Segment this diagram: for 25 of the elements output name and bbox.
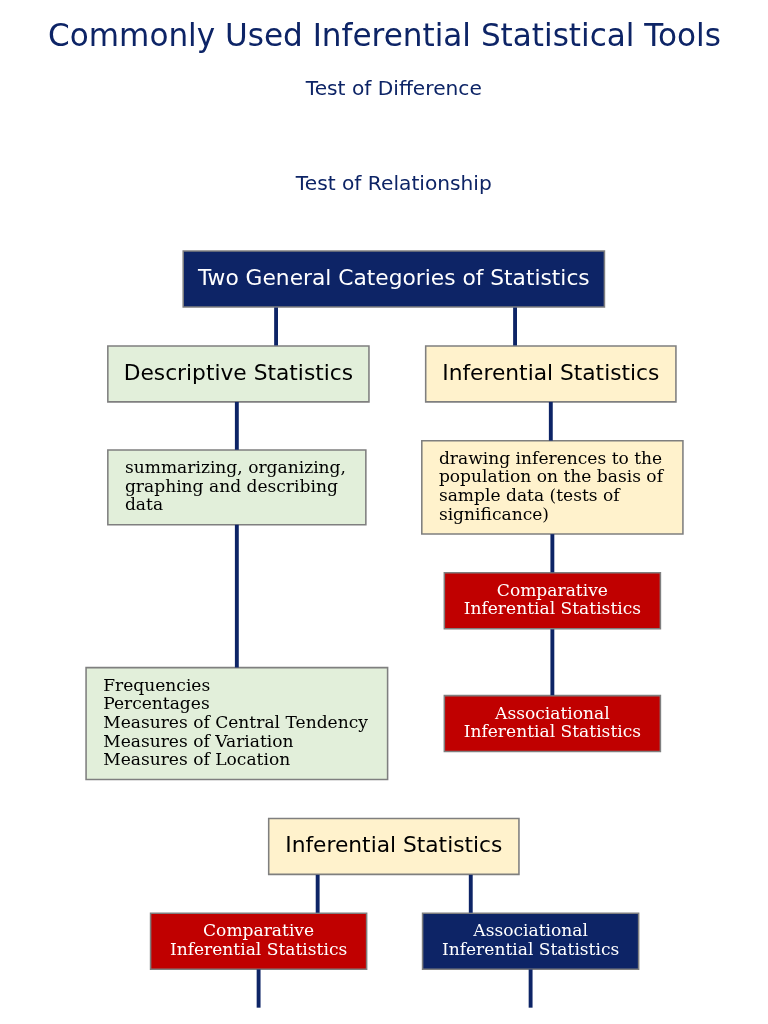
node-box: Two General Categories of Statistics [181,250,605,308]
connector [256,969,261,1008]
node-box: Inferential Statistics [267,817,520,876]
diagram-title: Commonly Used Inferential Statistical Tools [47,16,721,53]
connector [273,307,278,346]
connector [234,401,239,450]
node-box: Associational Inferential Statistics [443,694,661,753]
connector [234,524,239,668]
connector [468,874,473,913]
node-box: Comparative Inferential Statistics [443,572,661,630]
node-box: Comparative Inferential Statistics [149,912,367,970]
node-box: Associational Inferential Statistics [421,912,639,970]
connector [549,629,554,696]
connector [315,874,320,913]
node-box: summarizing, organizing, graphing and describing data [106,449,367,526]
connector [512,307,517,346]
connector [528,969,533,1008]
node-box: drawing inferences to the population on the basis of sample data (tests of significance) [420,439,684,535]
node-box: Descriptive Statistics [106,345,370,403]
connector [549,534,554,573]
label: Test of Relationship [295,170,492,195]
node-box: Frequencies Percentages Measures of Central Tendency Measures of Variation Measures of Location [84,666,388,781]
connector [548,401,553,441]
node-box: Inferential Statistics [424,345,677,403]
label: Test of Difference [305,75,482,100]
